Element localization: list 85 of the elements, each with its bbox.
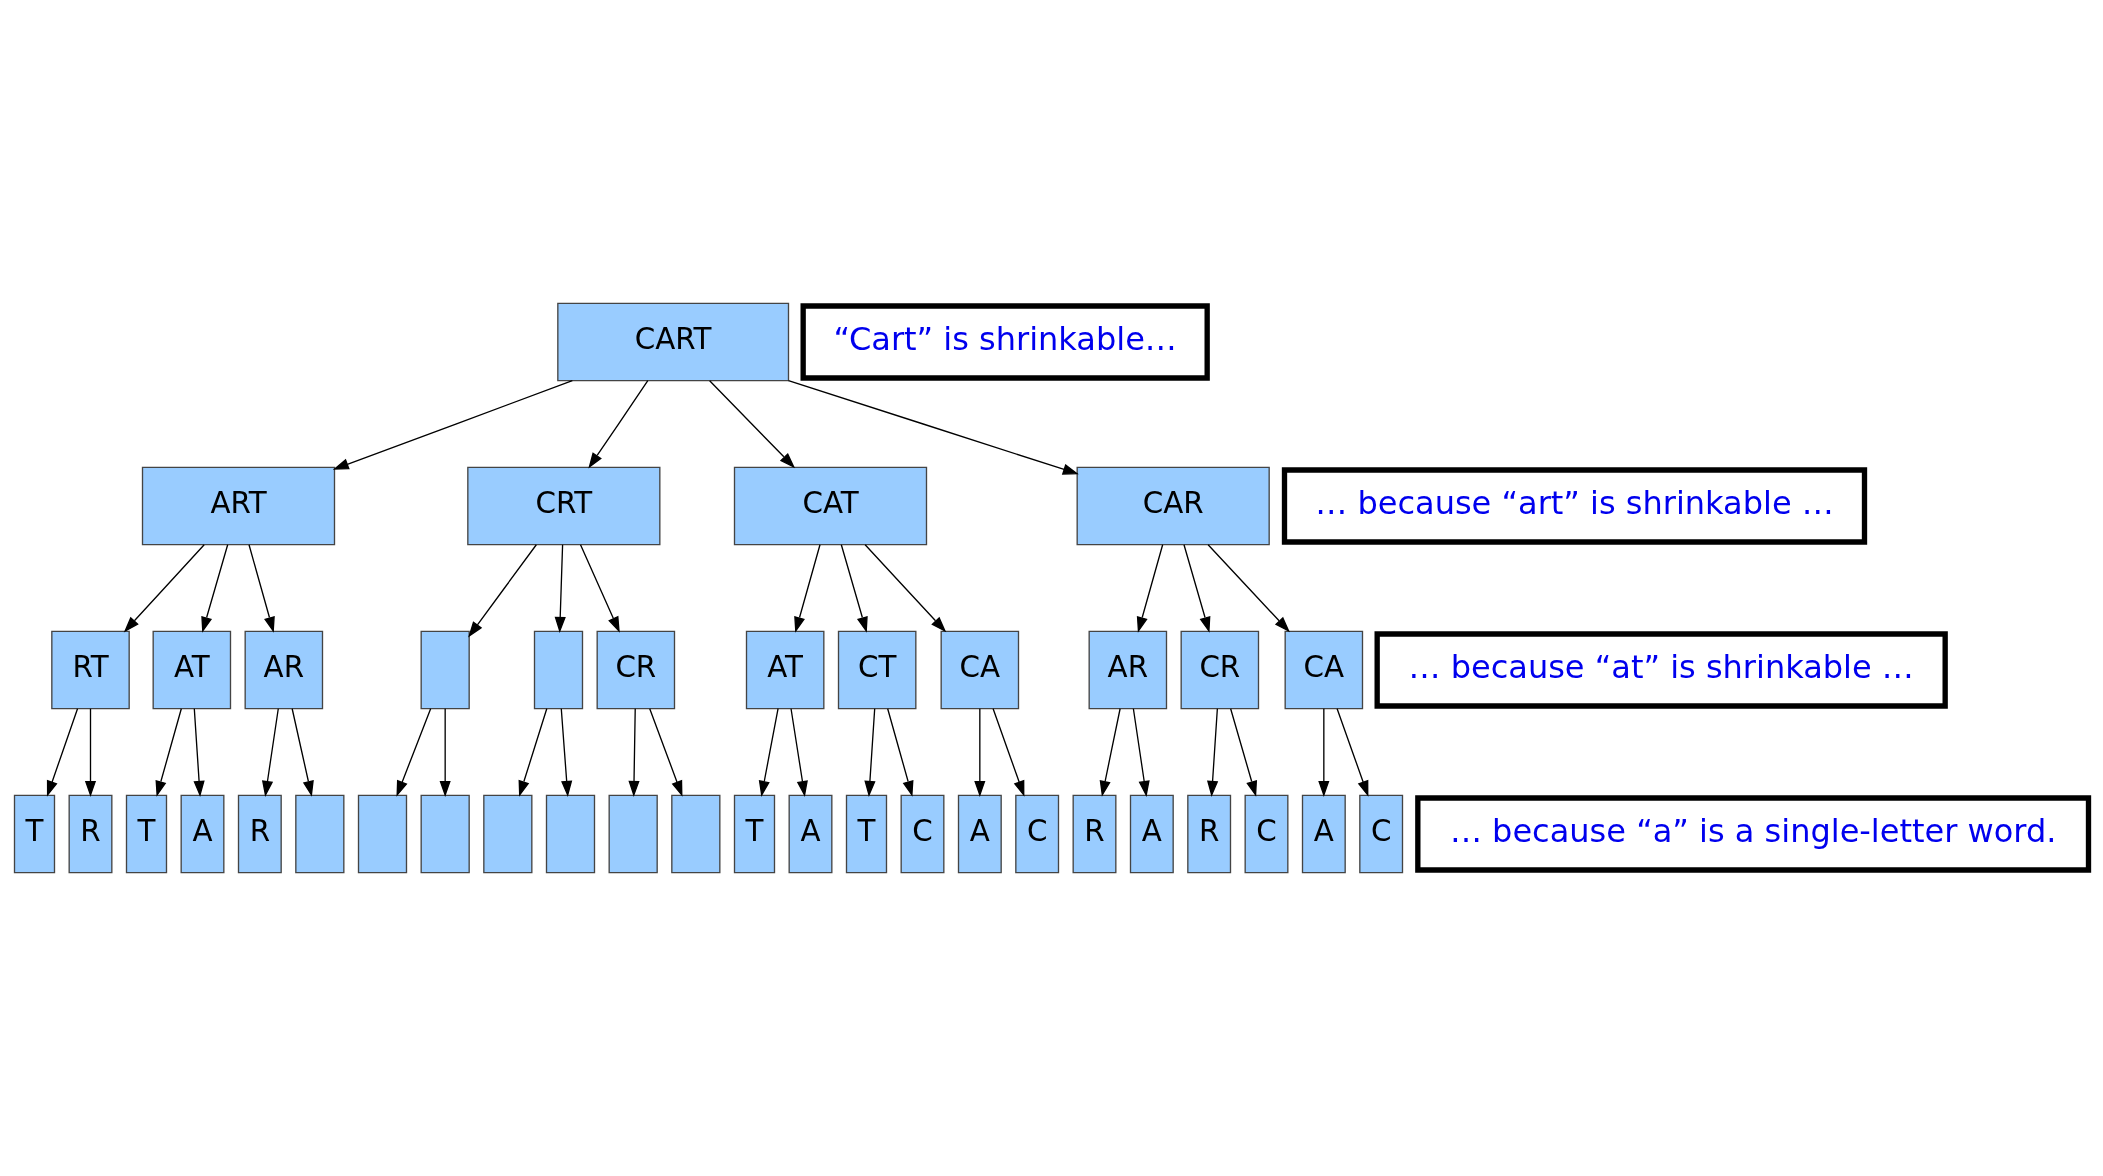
arrow (518, 708, 548, 797)
arrow (1207, 544, 1290, 633)
node-box: R (237, 794, 282, 874)
node-box: C (900, 794, 945, 874)
arrow (1230, 708, 1258, 797)
arrow (554, 544, 566, 633)
arrow (628, 708, 640, 797)
arrow (974, 708, 986, 797)
arrow (248, 544, 275, 633)
node-box: R (68, 794, 113, 874)
node-box: R (1187, 794, 1232, 874)
node-box: CAR (1076, 466, 1270, 546)
node-box: T (13, 794, 56, 874)
node-box (671, 794, 721, 874)
node-box: R (1072, 794, 1117, 874)
arrow (649, 708, 683, 797)
node-box: CT (837, 630, 917, 710)
arrow (709, 380, 796, 469)
node-box: A (180, 794, 225, 874)
node-box: C (1244, 794, 1289, 874)
node-box: CAT (733, 466, 928, 546)
arrow (588, 380, 649, 469)
arrow (1136, 544, 1164, 633)
arrow (1099, 708, 1121, 797)
arrow (887, 708, 914, 797)
node-box: AR (1088, 630, 1168, 710)
node-box: CART (557, 302, 790, 382)
node-box: CRT (467, 466, 661, 546)
node-box (533, 630, 584, 710)
arrow (1318, 708, 1330, 797)
arrow (758, 708, 779, 797)
node-box: T (845, 794, 888, 874)
node-box: A (957, 794, 1002, 874)
node-box: AR (244, 630, 324, 710)
node-box: A (788, 794, 833, 874)
arrow (46, 708, 79, 797)
node-box (608, 794, 658, 874)
node-box: T (733, 794, 776, 874)
arrow (560, 708, 573, 797)
arrow (396, 708, 432, 797)
node-box: AT (745, 630, 825, 710)
arrow (794, 544, 821, 633)
node-box (295, 794, 345, 874)
arrow (468, 544, 537, 638)
arrow (291, 708, 314, 797)
arrow (992, 708, 1025, 797)
node-box: CA (940, 630, 1020, 710)
node-box: T (125, 794, 168, 874)
arrow (261, 708, 279, 797)
arrow (1336, 708, 1369, 797)
node-box: … because “art” is shrinkable … (1281, 467, 1868, 545)
arrow (84, 708, 97, 797)
node-box: C (1359, 794, 1404, 874)
arrow (439, 708, 451, 797)
node-box (420, 794, 470, 874)
node-box: A (1129, 794, 1174, 874)
arrow (123, 544, 205, 633)
arrow (579, 544, 620, 633)
arrow (790, 708, 808, 797)
node-box: C (1015, 794, 1060, 874)
node-box: CA (1284, 630, 1364, 710)
node-box (483, 794, 533, 874)
arrow (1183, 544, 1211, 633)
node-box: … because “at” is shrinkable … (1374, 631, 1948, 709)
arrow (193, 708, 205, 797)
arrow (332, 380, 573, 470)
arrow (840, 544, 868, 633)
node-box: A (1301, 794, 1346, 874)
node-box: AT (152, 630, 232, 710)
arrow (201, 544, 229, 633)
node-box: … because “a” is a single-letter word. (1415, 795, 2092, 873)
arrow (787, 379, 1079, 475)
node-box (420, 630, 470, 710)
arrow (864, 544, 947, 633)
node-box (545, 794, 596, 874)
arrow (1132, 708, 1150, 797)
node-box: ART (141, 466, 336, 546)
node-box: RT (51, 630, 130, 710)
node-box: CR (596, 630, 676, 710)
arrow (1207, 708, 1219, 797)
node-box: “Cart” is shrinkable… (800, 303, 1210, 381)
arrow (155, 708, 182, 797)
node-box: CR (1180, 630, 1260, 710)
arrow (864, 708, 876, 797)
node-box (357, 794, 408, 874)
